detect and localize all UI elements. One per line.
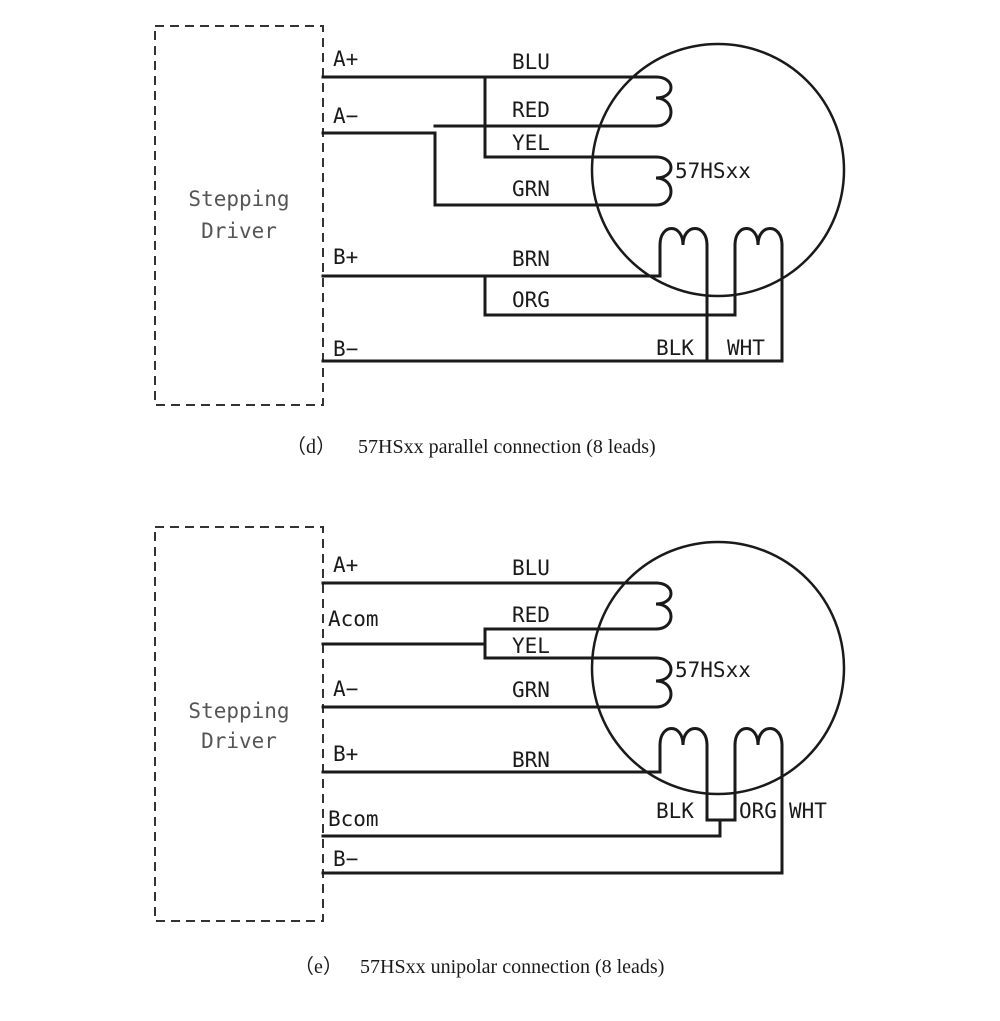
- coil-b1-e: [658, 727, 709, 772]
- coil-a2-d: [655, 155, 673, 207]
- terminal-b-plus-d: B+: [333, 245, 358, 269]
- label-red-e: RED: [512, 603, 550, 627]
- motor-label-d: 57HSxx: [675, 159, 751, 183]
- terminal-a-plus-d: A+: [333, 47, 358, 71]
- label-org-d: ORG: [512, 288, 550, 312]
- wire-grn-d: [321, 131, 658, 207]
- motor-label-e: 57HSxx: [675, 658, 751, 682]
- wire-org-d: [483, 274, 737, 317]
- label-brn-d: BRN: [512, 247, 550, 271]
- terminal-b-plus-e: B+: [333, 742, 358, 766]
- label-wht-d: WHT: [727, 336, 765, 360]
- label-brn-e: BRN: [512, 748, 550, 772]
- label-blu-d: BLU: [512, 50, 550, 74]
- wire-blk-org-e: [705, 743, 737, 822]
- stepping-driver-box-d: [154, 25, 324, 406]
- diagram-d-parallel: Stepping Driver 57HSxx A+ A− B+ B− BLU R…: [154, 25, 846, 458]
- coil-a1-d: [655, 75, 673, 128]
- label-blk-d: BLK: [656, 336, 694, 360]
- label-blk-e: BLK: [656, 799, 694, 823]
- terminal-a-minus-e: A−: [333, 677, 358, 701]
- label-yel-d: YEL: [512, 131, 550, 155]
- terminal-b-com-e: Bcom: [328, 807, 379, 831]
- caption-tag-e: （e）: [294, 955, 343, 978]
- caption-d: 57HSxx parallel connection (8 leads): [358, 436, 656, 458]
- coil-b2-e: [733, 727, 784, 746]
- driver-label-line1-d: Stepping: [188, 187, 289, 211]
- terminal-b-minus-d: B−: [333, 337, 358, 361]
- diagram-e-unipolar: Stepping Driver 57HSxx A+ Acom A− B+ Bco…: [154, 526, 846, 978]
- terminal-a-minus-d: A−: [333, 104, 358, 128]
- caption-tag-d: （d）: [286, 435, 336, 458]
- label-yel-e: YEL: [512, 634, 550, 658]
- label-grn-d: GRN: [512, 177, 550, 201]
- label-red-d: RED: [512, 98, 550, 122]
- driver-label-line2-d: Driver: [201, 219, 277, 243]
- terminal-b-minus-e: B−: [333, 847, 358, 871]
- driver-label-line2-e: Driver: [201, 729, 277, 753]
- coil-b2-d: [733, 227, 784, 298]
- wire-wht-e: [321, 743, 784, 875]
- coil-b1-d: [658, 227, 709, 276]
- coil-a1-e: [655, 581, 673, 631]
- wire-red-yel-e: [321, 627, 658, 646]
- motor-circle-d: [590, 42, 846, 298]
- wire-bcom-e: [321, 818, 722, 838]
- caption-e: 57HSxx unipolar connection (8 leads): [360, 956, 664, 978]
- terminal-a-plus-e: A+: [333, 553, 358, 577]
- driver-label-line1-e: Stepping: [188, 699, 289, 723]
- label-grn-e: GRN: [512, 678, 550, 702]
- wire-b-minus-wht-d: [321, 243, 784, 363]
- stepping-driver-box-e: [154, 526, 324, 922]
- label-blu-e: BLU: [512, 556, 550, 580]
- terminal-a-com-e: Acom: [328, 607, 379, 631]
- label-org-e: ORG: [739, 799, 777, 823]
- wire-yel-link-d: [483, 75, 658, 159]
- coil-a2-e: [655, 656, 673, 709]
- label-wht-e: WHT: [789, 799, 827, 823]
- motor-circle-e: [590, 540, 846, 796]
